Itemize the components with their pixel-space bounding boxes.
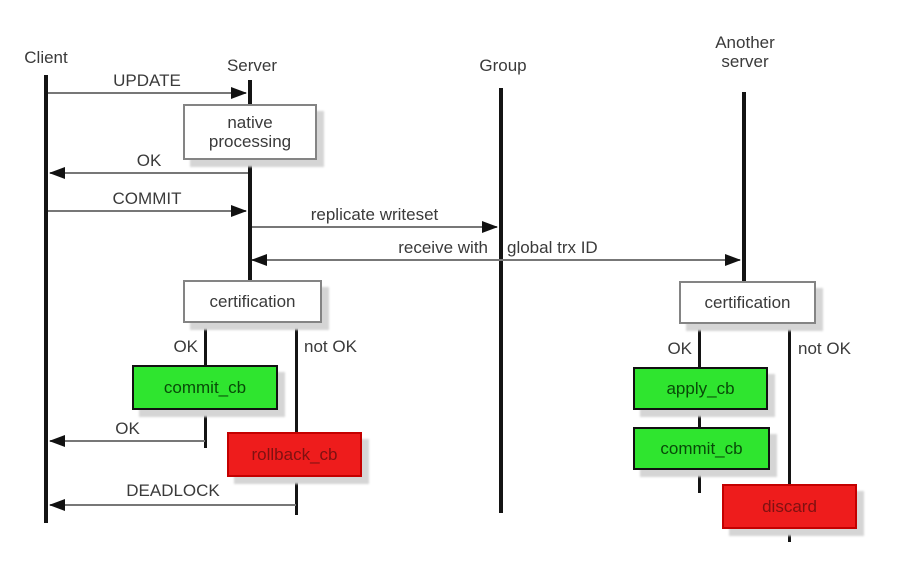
activity-box-apply-cb: apply_cb bbox=[633, 367, 768, 410]
message-commit-arrow bbox=[48, 205, 247, 217]
lifeline-client bbox=[44, 75, 48, 523]
arrowhead-left-icon bbox=[49, 435, 65, 447]
message-replicate-arrow bbox=[252, 221, 498, 233]
arrowhead-right-icon bbox=[725, 254, 741, 266]
message-ok-commit-arrow bbox=[49, 435, 205, 447]
activity-box-discard: discard bbox=[722, 484, 857, 529]
message-deadlock-arrow bbox=[49, 499, 296, 511]
message-ok-native-arrow bbox=[49, 167, 248, 179]
activity-box-commit-cb-another: commit_cb bbox=[633, 427, 770, 470]
lifeline-title-server: Server bbox=[226, 56, 278, 75]
message-receive-arrow bbox=[251, 254, 741, 266]
lifeline-another-server bbox=[742, 92, 746, 281]
lifeline-title-group: Group bbox=[479, 56, 527, 75]
arrowhead-left-icon bbox=[49, 167, 65, 179]
message-replicate-label: replicate writeset bbox=[310, 205, 439, 224]
branch-label-another-not-ok: not OK bbox=[798, 339, 851, 358]
lifeline-title-another-server: Another server bbox=[715, 33, 775, 71]
message-deadlock-label: DEADLOCK bbox=[126, 481, 220, 500]
message-update-label: UPDATE bbox=[113, 71, 181, 90]
message-ok-commit-label: OK bbox=[115, 419, 140, 438]
activity-box-certification-server: certification bbox=[183, 280, 322, 323]
lifeline-title-client: Client bbox=[24, 48, 68, 67]
arrowhead-right-icon bbox=[231, 87, 247, 99]
lifeline-server bbox=[248, 80, 252, 280]
activity-box-certification-another: certification bbox=[679, 281, 816, 324]
arrowhead-left-icon bbox=[49, 499, 65, 511]
arrowhead-right-icon bbox=[482, 221, 498, 233]
branch-line-another-not-ok bbox=[788, 323, 791, 542]
branch-line-server-not-ok bbox=[295, 321, 298, 515]
lifeline-group bbox=[499, 88, 503, 513]
message-receive-label-left: receive with bbox=[398, 238, 488, 257]
branch-label-server-not-ok: not OK bbox=[304, 337, 357, 356]
message-update-arrow bbox=[48, 87, 247, 99]
message-ok-native-label: OK bbox=[136, 151, 162, 170]
arrowhead-left-icon bbox=[251, 254, 267, 266]
activity-box-commit-cb-server: commit_cb bbox=[132, 365, 278, 410]
message-receive-label-right: global trx ID bbox=[507, 238, 598, 257]
branch-label-another-ok: OK bbox=[667, 339, 692, 358]
activity-box-native-processing: native processing bbox=[183, 104, 317, 160]
arrowhead-right-icon bbox=[231, 205, 247, 217]
activity-box-rollback-cb: rollback_cb bbox=[227, 432, 362, 477]
branch-label-server-ok: OK bbox=[173, 337, 198, 356]
message-commit-label: COMMIT bbox=[112, 189, 182, 208]
